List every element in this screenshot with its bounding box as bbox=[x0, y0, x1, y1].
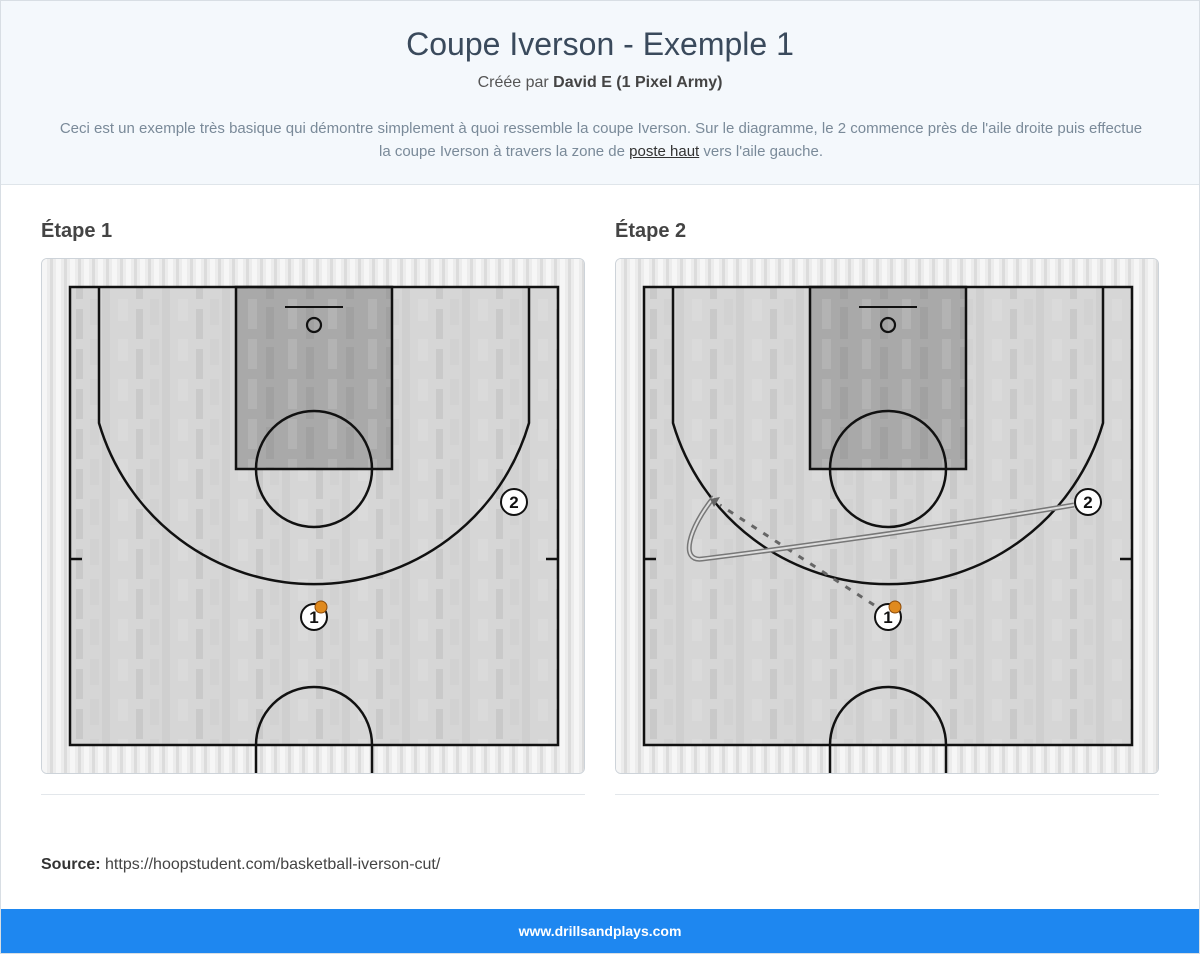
step-2-divider bbox=[615, 794, 1159, 795]
byline: Créée par David E (1 Pixel Army) bbox=[1, 74, 1199, 92]
poste-haut-link[interactable]: poste haut bbox=[629, 143, 700, 160]
svg-text:1: 1 bbox=[309, 608, 318, 627]
step-1-divider bbox=[41, 794, 585, 795]
author-name: David E (1 Pixel Army) bbox=[553, 74, 723, 91]
court-diagram-1: 1 2 bbox=[42, 259, 584, 773]
ball-icon bbox=[314, 600, 328, 614]
cut-path bbox=[686, 495, 1075, 562]
byline-prefix: Créée par bbox=[477, 74, 549, 91]
svg-text:2: 2 bbox=[509, 493, 518, 512]
svg-text:2: 2 bbox=[1083, 493, 1092, 512]
page-title: Coupe Iverson - Exemple 1 bbox=[406, 26, 794, 62]
description-text-2: vers l'aile gauche. bbox=[703, 143, 823, 160]
footer: www.drillsandplays.com bbox=[1, 909, 1199, 953]
source-line: Source: https://hoopstudent.com/basketba… bbox=[41, 856, 440, 874]
pass-line bbox=[719, 503, 875, 607]
step-2-title: Étape 2 bbox=[615, 220, 687, 242]
step-2-court: 1 2 bbox=[615, 258, 1159, 774]
ball-icon bbox=[888, 600, 902, 614]
source-label: Source: bbox=[41, 856, 101, 873]
player-2[interactable]: 2 bbox=[500, 488, 528, 516]
description-text-1: Ceci est un exemple très basique qui dém… bbox=[59, 120, 1143, 160]
player-2[interactable]: 2 bbox=[1074, 488, 1102, 516]
description: Ceci est un exemple très basique qui dém… bbox=[56, 117, 1146, 163]
footer-link[interactable]: www.drillsandplays.com bbox=[518, 923, 682, 939]
court-diagram-2: 1 2 bbox=[616, 259, 1158, 773]
source-url[interactable]: https://hoopstudent.com/basketball-ivers… bbox=[105, 856, 441, 873]
svg-text:1: 1 bbox=[883, 608, 892, 627]
step-1-court: 1 2 bbox=[41, 258, 585, 774]
step-1-title: Étape 1 bbox=[41, 220, 113, 242]
header: Coupe Iverson - Exemple 1 Créée par Davi… bbox=[1, 1, 1199, 185]
